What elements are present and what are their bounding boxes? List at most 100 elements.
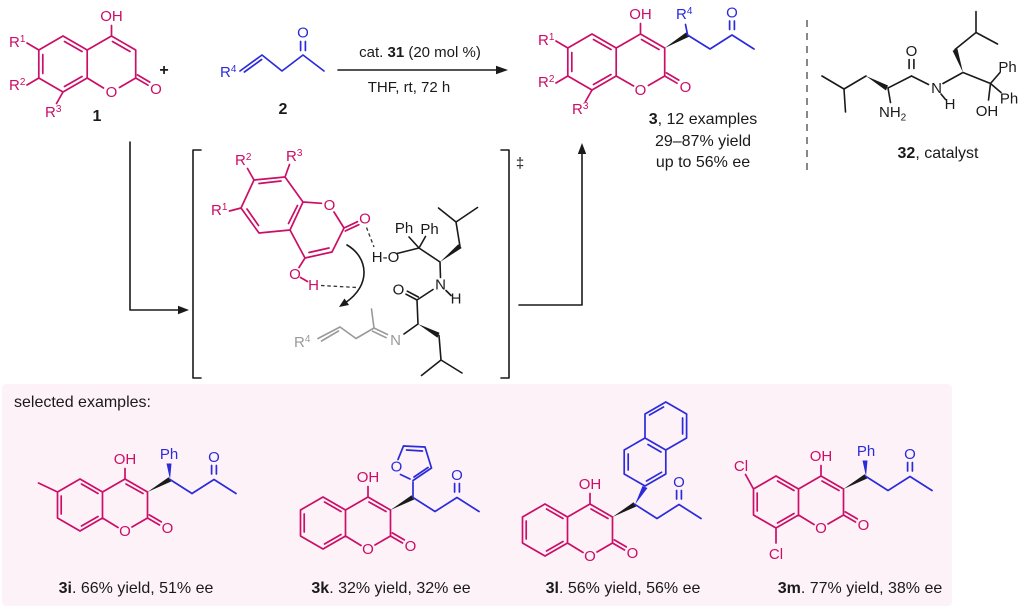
enol-oxygen-label: O: [289, 266, 301, 283]
r4-label: R4: [676, 6, 693, 23]
product-yield-range: 29–87% yield: [655, 133, 751, 150]
phenyl-label: Ph: [857, 443, 875, 460]
chloro-label: Cl: [769, 546, 783, 563]
hydroxyl-label: OH: [810, 448, 833, 465]
hydrogen-bond-dashes: [320, 227, 375, 289]
phenyl-label: Ph: [420, 221, 438, 238]
stereo-wedge-bond: [612, 502, 637, 517]
lactone-oxygen-label: O: [858, 517, 870, 534]
reaction-arrowhead: [496, 65, 508, 75]
r3-label: R3: [572, 101, 589, 118]
example-caption: 3m. 77% yield, 38% ee: [778, 580, 943, 597]
stereo-wedge-bond: [147, 477, 172, 492]
compound-2-number: 2: [279, 101, 288, 118]
ring-oxygen-label: O: [584, 548, 596, 565]
double-dagger-symbol: ‡: [516, 155, 524, 172]
wedge-bond: [440, 244, 462, 262]
product-3-structure: OH O O R1 R2 R3 R4 O 3, 12 examples 29–8…: [538, 5, 757, 172]
example-caption: 3k. 32% yield, 32% ee: [311, 580, 470, 597]
phenyl-label: Ph: [998, 59, 1016, 76]
phenyl-label: Ph: [395, 220, 413, 237]
amide-nitrogen-label: N: [435, 277, 446, 294]
lactone-oxygen-label: O: [359, 211, 371, 228]
furyl-side-chain-bonds: [397, 445, 480, 513]
curved-arrow-head: [339, 298, 349, 307]
amide-nitrogen-label: N: [931, 80, 942, 97]
ketone-oxygen-label: O: [208, 449, 220, 466]
r3-label: R3: [45, 104, 62, 121]
bonds: [26, 24, 151, 105]
r1-label: R1: [9, 34, 26, 51]
reactant-1-structure: OH O O R1 R2 R3 1: [9, 8, 162, 125]
catalyst-loading-text: cat. 31 (20 mol %): [359, 44, 481, 61]
example-caption: 3l. 56% yield, 56% ee: [546, 580, 701, 597]
hydroxyl-label: OH: [114, 451, 137, 468]
examples-panel: selected examples: OH O O Ph O 3i. 66% y…: [2, 384, 952, 606]
imine-nitrogen-label: N: [390, 332, 401, 349]
catalyst-fragment-bonds: [396, 206, 479, 377]
wedge-bond: [952, 48, 963, 73]
arrow-to-product-head: [577, 143, 587, 154]
arrow-into-brackets: [129, 141, 180, 311]
side-chain-bonds: [169, 464, 237, 495]
r4-label: R4: [294, 334, 311, 351]
arrow-into-brackets-head: [178, 305, 189, 315]
ring-oxygen-label: O: [635, 82, 647, 99]
hydroxyl-label: OH: [357, 469, 380, 486]
lactone-oxygen-label: O: [680, 79, 692, 96]
lactone-oxygen-label: O: [162, 520, 174, 537]
product-summary-line1: 3, 12 examples: [649, 111, 758, 128]
hydroxyl-label: OH: [976, 103, 999, 120]
chloro-label: Cl: [734, 458, 748, 475]
bonds: [555, 22, 680, 103]
wedge-bond: [418, 324, 440, 338]
side-chain-bonds: [684, 20, 755, 50]
amide-hydrogen-label: H: [451, 291, 462, 308]
solvent-conditions-text: THF, rt, 72 h: [368, 79, 451, 96]
phenyl-wedge-bond: [862, 460, 868, 477]
transition-state-brackets: ‡: [192, 149, 524, 379]
hydroxyl-label: OH: [100, 8, 123, 25]
ketone-oxygen-label: O: [673, 474, 685, 491]
catalyst-32-structure: NH2 O N H Ph Ph OH 32, catalyst: [821, 10, 1018, 162]
r4-label: R4: [220, 64, 237, 81]
phenyl-label: Ph: [160, 446, 178, 463]
ring-oxygen-label: O: [324, 197, 336, 214]
carbinol-ho-label: H-O: [372, 249, 400, 266]
reactant-2-structure: R4 O 2: [220, 25, 325, 118]
bonds: [521, 492, 628, 557]
left-bracket: [192, 149, 202, 379]
transition-state: O O O H R2 R3 R1 H-O Ph Ph N H O N R4: [211, 148, 479, 377]
example-3k: OH O O O O 3k. 32% yield, 32% ee: [299, 445, 480, 597]
stereo-wedge-bond: [843, 474, 868, 489]
hydroxyl-label: OH: [579, 476, 602, 493]
arrow-to-product: [518, 152, 583, 306]
naphthyl-wedge-bond: [635, 486, 648, 505]
compound-1-number: 1: [93, 108, 102, 125]
catalyst-caption: 32, catalyst: [898, 145, 979, 162]
r2-label: R2: [9, 77, 26, 94]
example-3m: OH Cl Cl O O Ph O 3m. 77% yield, 38% ee: [734, 443, 942, 597]
lactone-oxygen-label: O: [627, 545, 639, 562]
amide-oxygen-label: O: [393, 282, 405, 299]
lactone-oxygen-label: O: [150, 81, 162, 98]
ketone-oxygen-label: O: [726, 5, 738, 22]
wedge-bond: [866, 76, 888, 91]
right-bracket: [500, 149, 510, 379]
bonds: [37, 467, 163, 532]
bonds: [239, 40, 325, 73]
flow-arrows: [129, 141, 587, 315]
phenyl-label: Ph: [1000, 91, 1018, 108]
side-chain-bonds: [865, 461, 933, 492]
example-caption: 3i. 66% yield, 51% ee: [59, 580, 214, 597]
amine-label: NH2: [879, 104, 907, 124]
phenyl-wedge-bond: [166, 463, 172, 480]
r2-label: R2: [235, 152, 252, 169]
ketone-oxygen-label: O: [904, 446, 916, 463]
r2-label: R2: [538, 74, 555, 91]
stereo-wedge-bond: [390, 495, 415, 510]
ketone-oxygen-label: O: [297, 25, 309, 42]
ring-oxygen-label: O: [362, 541, 374, 558]
